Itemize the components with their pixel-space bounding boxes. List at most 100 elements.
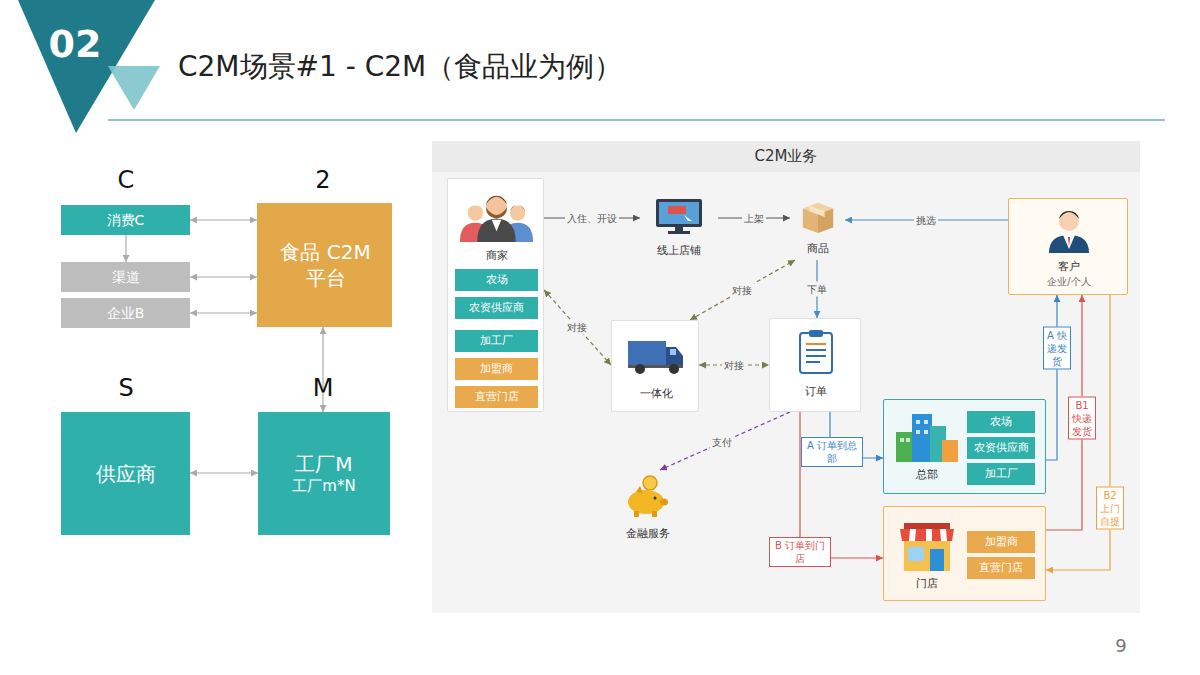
store-box: 门店加盟商直营门店 (883, 506, 1046, 601)
merchant-box: 商家农场农资供应商加工厂加盟商直营门店 (447, 178, 544, 412)
node-text: 订单 (805, 385, 827, 399)
order-box: 订单 (769, 318, 861, 412)
flow-connector (690, 260, 795, 320)
connector-label-patch: A 快递发货 (1043, 327, 1071, 370)
node-label: 工厂M工厂m*N (258, 412, 390, 535)
connector-label-patch: B1 快递发货 (1068, 397, 1096, 440)
node-text: 直营门店 (979, 561, 1023, 575)
node-text: C2M业务 (755, 147, 818, 167)
product-icon-node: 商品 (790, 195, 845, 260)
role-box: 消费C (61, 205, 190, 235)
node-label: 农资供应商 (967, 437, 1035, 459)
node-icon (626, 337, 686, 377)
connector-label: B 订单到门店 (772, 539, 828, 565)
connector-label: 对接 (567, 321, 587, 334)
connector-label: 支付 (712, 436, 732, 449)
node-label: 直营门店 (455, 386, 538, 408)
node-label: 农资供应商 (455, 297, 538, 319)
flow-connector (190, 219, 257, 220)
category-tag: 加工厂 (455, 330, 538, 352)
connector-label-patch: 上架 (742, 211, 766, 226)
node-icon (896, 410, 958, 462)
node-label: 农场 (967, 411, 1035, 433)
node-label: 企业B (61, 298, 190, 328)
flow-connector (660, 412, 790, 470)
node-label: 直营门店 (967, 557, 1035, 579)
panel-ground (432, 141, 1140, 613)
connector-label: 对接 (732, 284, 752, 297)
connector-label-patch: B 订单到门店 (769, 537, 831, 567)
node-label: 线上店铺 (640, 241, 718, 261)
connector-label-patch: 对接 (722, 358, 746, 373)
node-icon (458, 187, 535, 243)
node-text: 直营门店 (475, 390, 519, 404)
node-text: 加盟商 (480, 362, 513, 376)
connector-label: B1 快递发货 (1071, 399, 1093, 438)
node-icon (799, 197, 837, 235)
header-rule (108, 119, 1165, 120)
platform-box: 食品 C2M平台 (257, 203, 392, 327)
connector-label: 挑选 (916, 214, 936, 227)
category-tag: 加盟商 (967, 531, 1035, 553)
headquarters-box: 总部 农场农资供应商加工厂 (883, 399, 1046, 494)
node-subtext: 工厂m*N (292, 477, 355, 497)
node-label: 商家 (448, 245, 545, 267)
node-text: 渠道 (112, 268, 140, 286)
category-tag: 直营门店 (455, 386, 538, 408)
connector-label: 入住、开设 (567, 212, 617, 225)
connector-label-patch: 对接 (565, 320, 589, 335)
flow-connector (125, 235, 126, 262)
connector-label: A 快递发货 (1046, 329, 1068, 368)
node-icon (624, 474, 670, 518)
node-text: 消费C (107, 211, 145, 229)
connector-label-patch: 下单 (805, 282, 829, 297)
node-text: 农场 (990, 415, 1012, 429)
node-text: 供应商 (96, 461, 156, 487)
node-label: 加盟商 (967, 531, 1035, 553)
node-text: 一体化 (640, 387, 673, 401)
node-label: 农场 (455, 269, 538, 291)
node-label: 食品 C2M平台 (257, 203, 394, 327)
column-letter: 2 (303, 166, 343, 195)
node-text: 农资供应商 (469, 301, 524, 315)
category-tag: 加盟商 (455, 358, 538, 380)
connector-label: 上架 (744, 212, 764, 225)
header-triangle-light (108, 66, 160, 110)
node-icon (898, 521, 956, 571)
column-letter: C (106, 166, 146, 195)
connector-label-patch: 挑选 (914, 213, 938, 228)
shop-icon-node: 线上店铺 (640, 195, 718, 263)
column-letter: S (106, 374, 146, 403)
node-icon (654, 197, 704, 235)
connector-label-patch: 入住、开设 (565, 211, 619, 226)
flow-connector (190, 312, 257, 313)
connector-label-patch: 对接 (730, 283, 754, 298)
category-tag: 直营门店 (967, 557, 1035, 579)
role-box: 渠道 (61, 262, 190, 292)
node-icon (1047, 205, 1091, 253)
connector-label-patch: B2 上门自提 (1096, 487, 1124, 530)
node-text: 加工厂 (985, 467, 1018, 481)
node-label: 加工厂 (455, 330, 538, 352)
category-tag: 农资供应商 (455, 297, 538, 319)
flow-connector (190, 472, 258, 473)
node-text: 工厂M (295, 451, 352, 477)
node-text: 商品 (807, 242, 829, 256)
node-label: 金融服务 (610, 524, 685, 544)
slide-title: C2M场景#1 - C2M（食品业为例） (178, 48, 622, 86)
node-text: 食品 C2M平台 (277, 239, 374, 291)
node-label: 订单 (770, 381, 862, 403)
category-tag: 农资供应商 (967, 437, 1035, 459)
node-text: 加盟商 (985, 535, 1018, 549)
flow-connector (1046, 295, 1057, 460)
factory-box: 工厂M工厂m*N (258, 412, 390, 535)
category-tag: 农场 (455, 269, 538, 291)
flow-connector (544, 290, 611, 365)
connector-label: A 订单到总部 (804, 439, 860, 465)
role-box: 企业B (61, 298, 190, 328)
node-label: 供应商 (61, 412, 190, 535)
node-label: 总部 (892, 464, 962, 486)
connector-label: 对接 (724, 359, 744, 372)
flow-connector (190, 276, 257, 277)
